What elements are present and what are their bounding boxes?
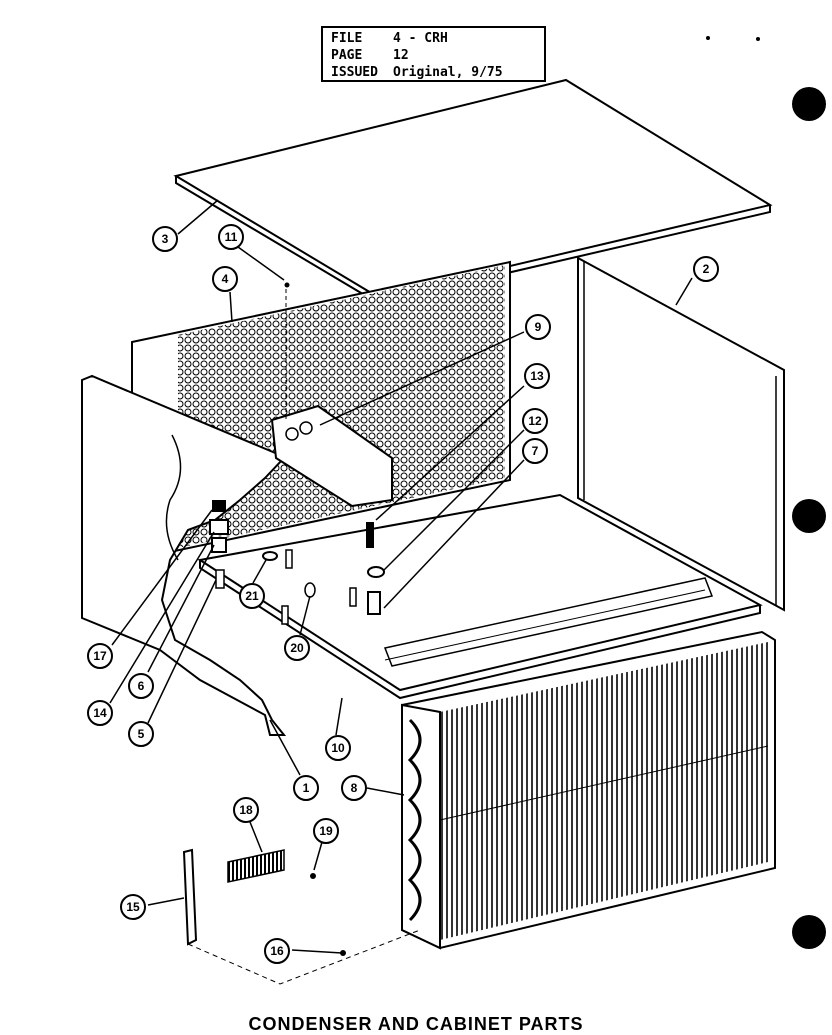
callout-18: 18 — [233, 797, 259, 823]
svg-text:8: 8 — [351, 781, 358, 795]
issued-label: ISSUED — [331, 65, 378, 80]
svg-text:17: 17 — [93, 649, 107, 663]
scan-speck — [706, 36, 710, 40]
callout-1: 1 — [293, 775, 319, 801]
svg-text:1: 1 — [303, 781, 310, 795]
callout-17: 17 — [87, 643, 113, 669]
svg-text:14: 14 — [93, 706, 107, 720]
callout-4: 4 — [212, 266, 238, 292]
condenser-coil — [401, 630, 776, 950]
figure-caption: CONDENSER AND CABINET PARTS — [248, 1014, 584, 1034]
page-row: PAGE 12 — [331, 47, 536, 64]
binder-hole-bottom — [792, 915, 826, 949]
svg-text:9: 9 — [535, 320, 542, 334]
svg-text:18: 18 — [239, 803, 253, 817]
louver-grille — [227, 849, 285, 883]
svg-text:13: 13 — [530, 369, 544, 383]
callout-12: 12 — [522, 408, 548, 434]
svg-text:21: 21 — [245, 589, 259, 603]
callout-13: 13 — [524, 363, 550, 389]
file-row: FILE 4 - CRH — [331, 30, 536, 47]
callout-3: 3 — [152, 226, 178, 252]
callout-20: 20 — [284, 635, 310, 661]
callout-15: 15 — [120, 894, 146, 920]
callout-7: 7 — [522, 438, 548, 464]
issued-row: ISSUED Original, 9/75 — [331, 64, 536, 81]
callout-14: 14 — [87, 700, 113, 726]
svg-text:16: 16 — [270, 944, 284, 958]
svg-text:7: 7 — [532, 444, 539, 458]
callout-6: 6 — [128, 673, 154, 699]
svg-text:3: 3 — [162, 232, 169, 246]
callout-5: 5 — [128, 721, 154, 747]
callout-21: 21 — [239, 583, 265, 609]
svg-text:15: 15 — [126, 900, 140, 914]
svg-text:10: 10 — [331, 741, 345, 755]
svg-text:5: 5 — [138, 727, 145, 741]
leader-lines — [109, 199, 693, 954]
left-side-panel — [81, 374, 287, 736]
screw — [310, 873, 316, 879]
svg-text:12: 12 — [528, 414, 542, 428]
svg-text:2: 2 — [703, 262, 710, 276]
callout-2: 2 — [693, 256, 719, 282]
callout-8: 8 — [341, 775, 367, 801]
scan-speck — [756, 37, 760, 41]
callout-19: 19 — [313, 818, 339, 844]
file-value: 4 - CRH — [393, 31, 448, 46]
callout-16: 16 — [264, 938, 290, 964]
callout-11: 11 — [218, 224, 244, 250]
screw — [340, 950, 346, 956]
svg-text:11: 11 — [225, 230, 238, 244]
drawing-info-box: FILE 4 - CRH PAGE 12 ISSUED Original, 9/… — [321, 26, 546, 82]
mounting-hardware — [209, 500, 385, 625]
callout-9: 9 — [525, 314, 551, 340]
svg-text:4: 4 — [222, 272, 229, 286]
base-pan — [197, 493, 763, 700]
callout-10: 10 — [325, 735, 351, 761]
svg-text:20: 20 — [290, 641, 304, 655]
issued-value: Original, 9/75 — [393, 65, 503, 80]
binder-hole-middle — [792, 499, 826, 533]
page-value: 12 — [393, 48, 409, 63]
right-side-panel — [577, 256, 785, 612]
file-label: FILE — [331, 31, 363, 46]
control-bracket — [270, 289, 393, 508]
svg-text:6: 6 — [138, 679, 145, 693]
svg-text:19: 19 — [319, 824, 333, 838]
coil-side-bracket — [182, 848, 421, 985]
binder-hole-top — [792, 87, 826, 121]
page-label: PAGE — [331, 48, 363, 63]
screw — [284, 282, 290, 288]
